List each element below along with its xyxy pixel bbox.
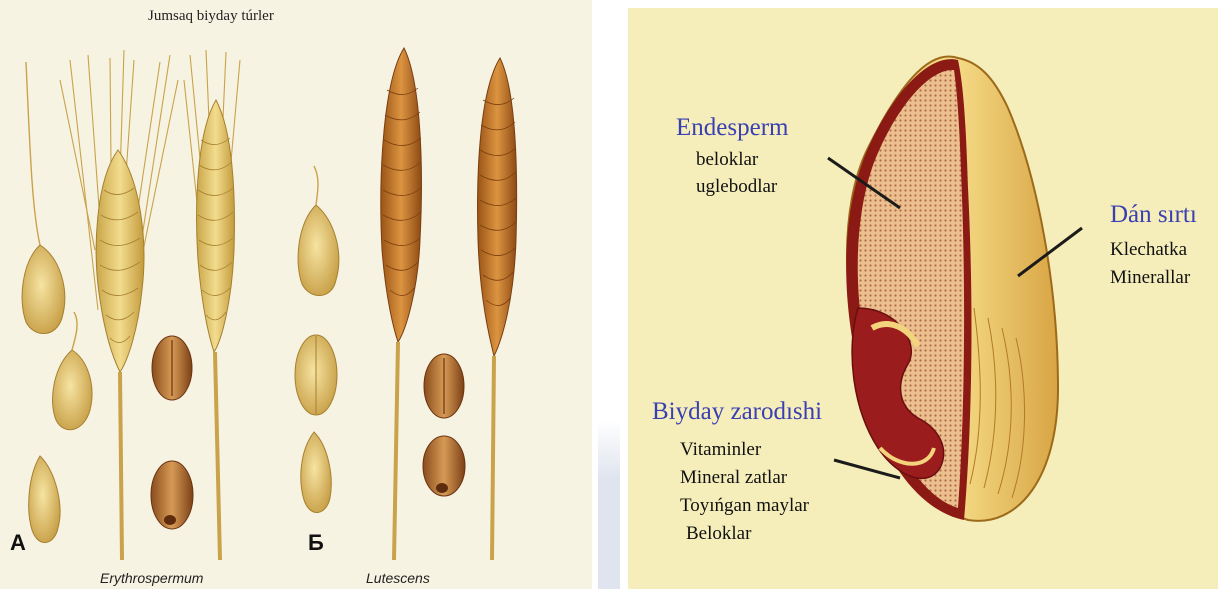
caption-erythrospermum: Erythrospermum (100, 570, 203, 586)
germ-item-3: Toyıńgan maylar (680, 492, 809, 519)
husk-group-b (295, 166, 339, 513)
endosperm-item-1: beloklar (696, 146, 758, 173)
germ-item-2: Mineral zatlar (680, 464, 787, 491)
grain-group-b (423, 354, 465, 496)
endosperm-item-2: uglebodlar (696, 173, 777, 200)
germ-item-4: Beloklar (686, 520, 751, 547)
bran-item-1: Klechatka (1110, 236, 1187, 263)
background-shade (598, 420, 620, 589)
wheat-spike-bearded-2 (184, 50, 240, 560)
caption-lutescens: Lutescens (366, 570, 430, 586)
wheat-illustration (0, 0, 592, 589)
endosperm-title: Endesperm (676, 114, 788, 142)
grain-group-a (151, 336, 193, 529)
label-letter-b: Б (308, 530, 324, 556)
germ-title: Biyday zarodıshi (652, 398, 822, 426)
bran-item-2: Minerallar (1110, 264, 1190, 291)
grain-anatomy-panel: Endesperm beloklar uglebodlar Dán sırtı … (628, 8, 1218, 589)
germ-item-1: Vitaminler (680, 436, 761, 463)
wheat-spike-beardless-2 (478, 58, 517, 560)
wheat-varieties-panel: Jumsaq biyday túrler A Б Erythrospermum … (0, 0, 592, 589)
bran-title: Dán sırtı (1110, 201, 1197, 229)
label-letter-a: A (10, 530, 26, 556)
husk-group-a (22, 62, 92, 543)
illustration-title: Jumsaq biyday túrler (148, 8, 274, 25)
wheat-spike-beardless-1 (381, 48, 422, 560)
